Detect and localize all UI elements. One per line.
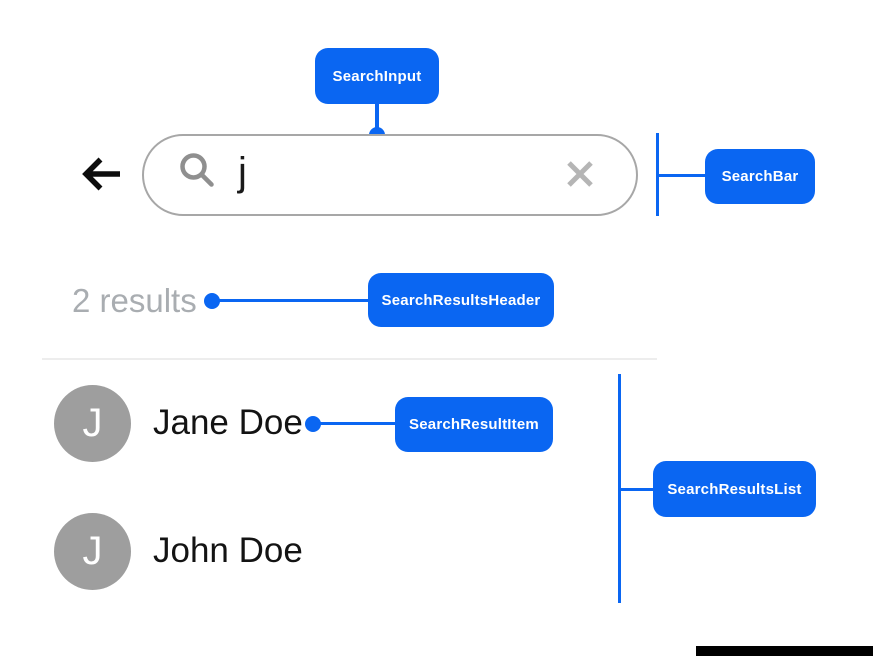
bracket-line	[618, 374, 621, 603]
result-name: Jane Doe	[153, 403, 303, 442]
search-input-value[interactable]: j	[238, 150, 247, 194]
x-close-icon	[564, 161, 596, 193]
connector-dot	[204, 293, 220, 309]
back-button[interactable]	[79, 154, 123, 194]
result-name: John Doe	[153, 531, 303, 570]
annotation-badge-search-results-header: SearchResultsHeader	[368, 273, 554, 327]
annotation-label: SearchInput	[332, 67, 422, 85]
black-bar	[696, 646, 873, 656]
back-arrow-icon	[79, 157, 123, 197]
avatar-initial: J	[82, 528, 103, 573]
search-result-row[interactable]: J Jane Doe	[54, 384, 394, 462]
connector-line	[621, 488, 653, 491]
results-count-text: 2 results	[72, 282, 197, 319]
annotation-badge-search-input: SearchInput	[315, 48, 439, 104]
annotation-label: SearchBar	[721, 168, 799, 185]
connector-line	[319, 422, 395, 425]
divider	[42, 358, 657, 360]
annotation-badge-search-results-list: SearchResultsList	[653, 461, 816, 517]
connector-line	[375, 104, 379, 131]
annotation-label: SearchResultsList	[667, 480, 802, 498]
search-bar[interactable]	[142, 134, 638, 216]
annotation-label: SearchResultItem	[409, 416, 539, 433]
clear-search-button[interactable]	[564, 158, 596, 190]
avatar: J	[54, 512, 131, 590]
avatar-initial: J	[82, 400, 103, 445]
annotation-badge-search-bar: SearchBar	[705, 149, 815, 204]
connector-line	[218, 299, 368, 302]
avatar: J	[54, 384, 131, 462]
search-result-row[interactable]: J John Doe	[54, 512, 394, 590]
connector-line	[656, 174, 705, 177]
annotation-label: SearchResultsHeader	[381, 291, 541, 309]
magnifier-icon	[178, 152, 216, 195]
annotation-badge-search-result-item: SearchResultItem	[395, 397, 553, 452]
connector-dot	[305, 416, 321, 432]
